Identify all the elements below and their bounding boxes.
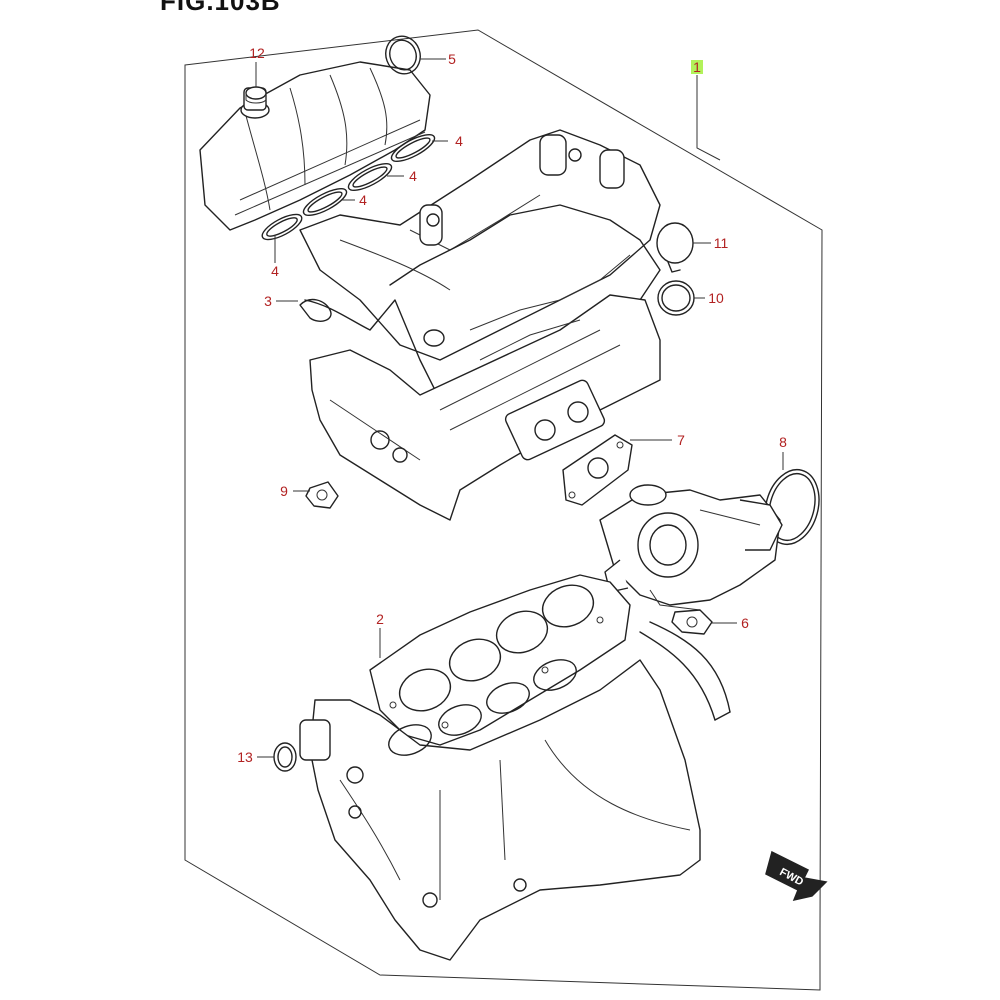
part-7-exhaust-gasket — [562, 434, 633, 506]
callout-1[interactable]: 1 — [693, 59, 701, 75]
cylinder-head-drawing — [309, 294, 661, 521]
part-11-clip — [656, 222, 694, 273]
part-9-small-gasket — [305, 481, 339, 509]
callout-5[interactable]: 5 — [448, 51, 456, 67]
kit-boundary — [184, 29, 823, 991]
part-8-large-ring — [764, 468, 820, 546]
intake-cover-drawing — [199, 61, 431, 231]
figure-title: FIG.103B — [160, 0, 281, 16]
callout-6[interactable]: 6 — [741, 615, 749, 631]
callout-11[interactable]: 11 — [714, 235, 729, 251]
cylinder-block-drawing — [299, 659, 701, 961]
callout-4d[interactable]: 4 — [271, 263, 279, 279]
leader-lines — [255, 58, 784, 758]
part-13-seal — [273, 742, 297, 772]
callout-9[interactable]: 9 — [280, 483, 288, 499]
callout-7[interactable]: 7 — [677, 432, 685, 448]
part-3-cover-gasket — [299, 204, 661, 401]
callout-10[interactable]: 10 — [708, 290, 724, 306]
callouts: 1 2 3 4 4 4 4 5 6 7 8 9 10 11 12 13 — [237, 45, 787, 765]
fwd-arrow: FWD — [765, 850, 828, 902]
part-6-flange-gasket — [671, 609, 713, 635]
part-2-head-gasket — [369, 574, 631, 746]
callout-4c[interactable]: 4 — [359, 192, 367, 208]
part-5-ring — [385, 35, 421, 75]
part-4-port-gaskets — [261, 134, 436, 241]
callout-3[interactable]: 3 — [264, 293, 272, 309]
callout-4b[interactable]: 4 — [409, 168, 417, 184]
oil-pipe-drawing — [639, 621, 731, 721]
callout-2[interactable]: 2 — [376, 611, 384, 627]
valve-cover-drawing — [299, 129, 661, 361]
callout-12[interactable]: 12 — [249, 45, 265, 61]
callout-8[interactable]: 8 — [779, 434, 787, 450]
callout-13[interactable]: 13 — [237, 749, 253, 765]
part-10-oring — [657, 280, 695, 316]
callout-4a[interactable]: 4 — [455, 133, 463, 149]
callout-1-highlight — [691, 60, 703, 74]
turbocharger-drawing — [599, 484, 783, 611]
